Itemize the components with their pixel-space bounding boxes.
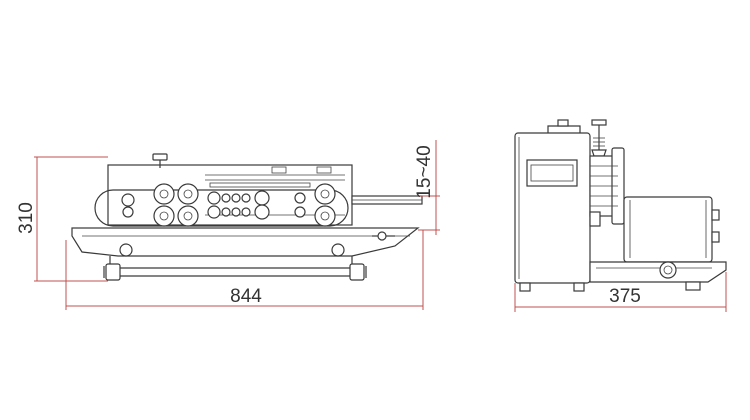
depth-dimension: 375 [514, 272, 727, 312]
top-adjust-knob [152, 153, 168, 168]
side-adjust-screw [591, 119, 607, 157]
side-roller-column [589, 147, 625, 227]
side-right-housing [623, 196, 720, 263]
side-view [514, 119, 727, 292]
depth-label: 375 [609, 286, 641, 307]
gap-dimension: 15~40 [414, 140, 440, 235]
side-feet [519, 281, 701, 292]
front-rollers [121, 183, 336, 227]
height-label: 310 [16, 202, 37, 234]
front-view [71, 153, 423, 281]
gap-label: 15~40 [414, 145, 435, 198]
length-label: 844 [230, 286, 262, 307]
conveyor-belt [94, 189, 349, 227]
front-legs [109, 243, 353, 270]
side-cabinet [514, 119, 591, 284]
base-bar [103, 263, 367, 281]
side-lower-bracket [589, 261, 727, 283]
length-dimension: 844 [65, 230, 424, 310]
height-dimension: 310 [16, 156, 108, 282]
